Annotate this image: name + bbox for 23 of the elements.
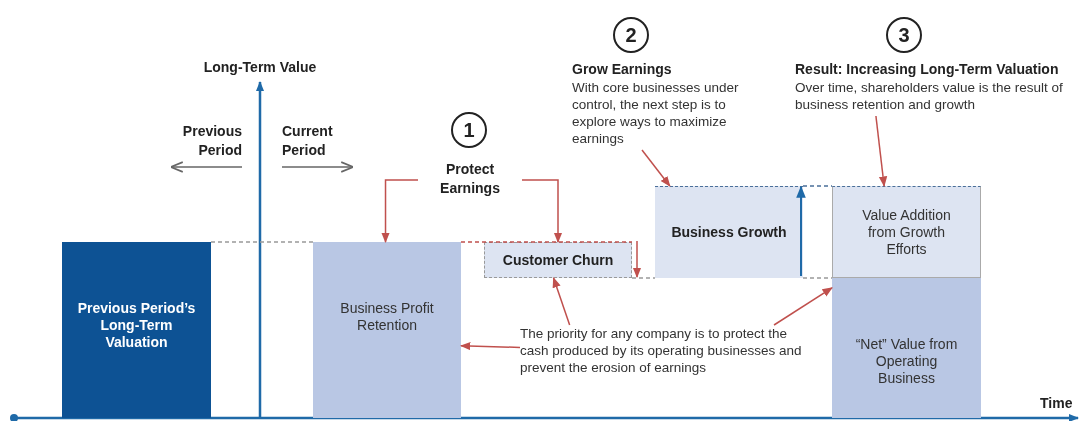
step-title: Grow Earnings xyxy=(572,60,673,79)
step-description: Over time, shareholders value is the result of business retention and growth xyxy=(795,79,1064,113)
arrow xyxy=(552,277,571,326)
value-bar: “Net” Value from Operating Business xyxy=(832,278,981,418)
axis-label: Long-Term Value xyxy=(202,58,318,77)
valuation-bar: Previous Period’s Long-Term Valuation xyxy=(62,242,211,418)
churn-box: Customer Churn xyxy=(484,242,632,278)
step-title: Result: Increasing Long-Term Valuation xyxy=(795,60,1060,79)
arrow xyxy=(641,149,671,187)
step-title: Protect Earnings xyxy=(418,160,522,200)
axis-label: Previous Period xyxy=(181,122,242,160)
value-bar: Value Addition from Growth Efforts xyxy=(832,186,981,278)
value-bar: Business Profit Retention xyxy=(313,242,461,418)
axis-label: Time xyxy=(1040,394,1074,413)
arrow xyxy=(773,287,833,326)
axis-label: Current Period xyxy=(282,122,334,160)
arrow xyxy=(381,179,419,244)
growth-box: Business Growth xyxy=(655,186,803,278)
arrow xyxy=(875,115,888,188)
arrow xyxy=(459,341,521,351)
arrow xyxy=(521,179,563,244)
step-description: With core businesses under control, the next step is to explore ways to maximize earnings xyxy=(572,79,740,147)
note-text: The priority for any company is to protect the cash produced by its operating businesses and prevent the erosion of earnings xyxy=(520,325,812,381)
